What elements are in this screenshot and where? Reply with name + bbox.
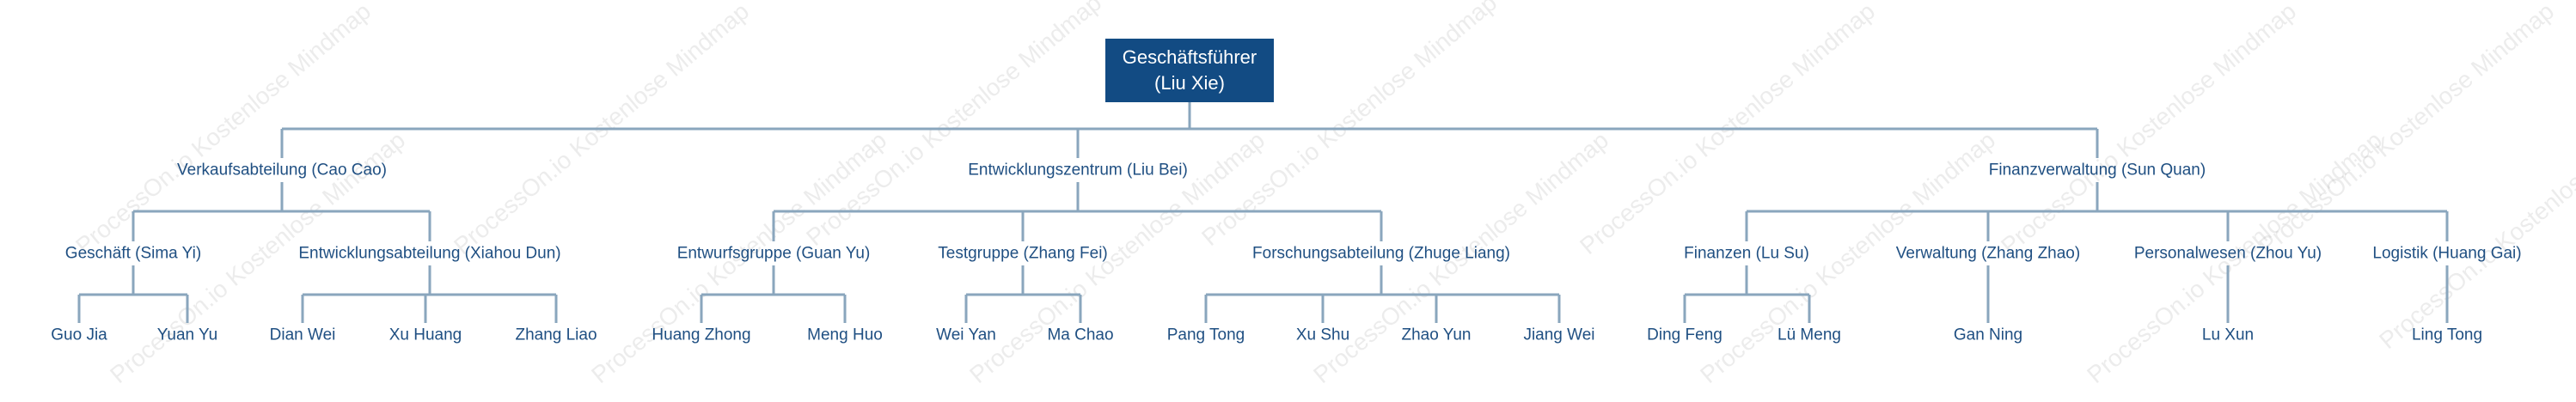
member-node[interactable]: Xu Shu (1295, 326, 1350, 344)
member-node[interactable]: Huang Zhong (652, 326, 751, 344)
root-title: Geschäftsführer (1122, 46, 1257, 68)
member-node[interactable]: Ling Tong (2411, 326, 2483, 344)
group-node[interactable]: Logistik (Huang Gai) (2372, 244, 2522, 263)
department-node[interactable]: Finanzverwaltung (Sun Quan) (1988, 161, 2206, 180)
member-node[interactable]: Pang Tong (1166, 326, 1245, 344)
department-node[interactable]: Entwicklungszentrum (Liu Bei) (968, 161, 1188, 180)
member-node[interactable]: Meng Huo (807, 326, 883, 344)
root-node[interactable]: Geschäftsführer (Liu Xie) (1105, 39, 1274, 102)
member-node[interactable]: Zhao Yun (1401, 326, 1472, 344)
member-node[interactable]: Yuan Yu (156, 326, 218, 344)
member-node[interactable]: Ma Chao (1047, 326, 1114, 344)
group-node[interactable]: Geschäft (Sima Yi) (64, 244, 202, 263)
member-node[interactable]: Lü Meng (1778, 326, 1841, 344)
member-node[interactable]: Guo Jia (51, 326, 107, 344)
member-node[interactable]: Gan Ning (1953, 326, 2023, 344)
group-node[interactable]: Forschungsabteilung (Zhuge Liang) (1252, 244, 1510, 263)
group-node[interactable]: Verwaltung (Zhang Zhao) (1895, 244, 2081, 263)
group-node[interactable]: Testgruppe (Zhang Fei) (938, 244, 1108, 263)
group-node[interactable]: Finanzen (Lu Su) (1684, 244, 1809, 263)
member-node[interactable]: Dian Wei (269, 326, 336, 344)
member-node[interactable]: Ding Feng (1647, 326, 1722, 344)
root-subtitle: (Liu Xie) (1154, 72, 1225, 94)
member-node[interactable]: Xu Huang (389, 326, 462, 344)
group-node[interactable]: Entwicklungsabteilung (Xiahou Dun) (298, 244, 561, 263)
member-node[interactable]: Lu Xun (2201, 326, 2255, 344)
department-node[interactable]: Verkaufsabteilung (Cao Cao) (177, 161, 387, 180)
member-node[interactable]: Zhang Liao (515, 326, 597, 344)
group-node[interactable]: Personalwesen (Zhou Yu) (2133, 244, 2322, 263)
member-node[interactable]: Wei Yan (936, 326, 996, 344)
member-node[interactable]: Jiang Wei (1523, 326, 1595, 344)
group-node[interactable]: Entwurfsgruppe (Guan Yu) (676, 244, 871, 263)
